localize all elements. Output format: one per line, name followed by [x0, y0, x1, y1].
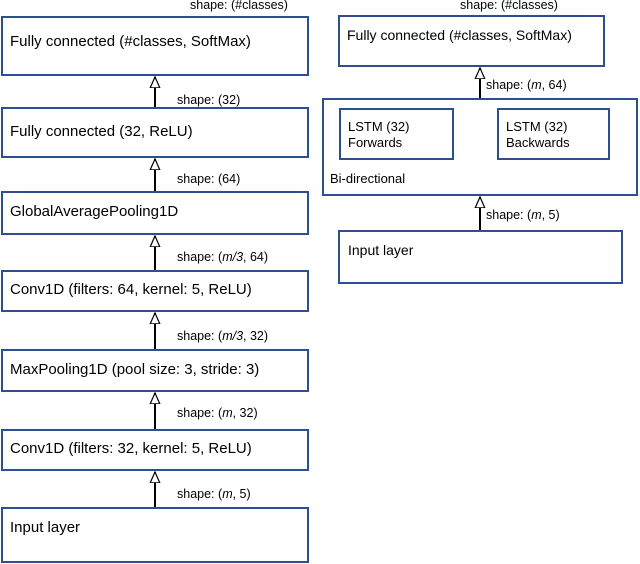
shape-var: m — [531, 78, 542, 92]
shape-prefix: shape: — [486, 208, 528, 222]
shape-var: m/3 — [222, 250, 244, 264]
shape-label-cnn-output: shape: (#classes) — [190, 0, 288, 12]
shape-var: m — [531, 208, 542, 222]
shape-label-bidir: shape: (m, 64) — [486, 78, 567, 92]
shape-prefix: shape: — [177, 93, 219, 107]
cnn-fc32-label: Fully connected (32, ReLU) — [10, 123, 193, 140]
cnn-fc32-box: Fully connected (32, ReLU) — [1, 107, 309, 158]
shape-var: m — [222, 406, 233, 420]
lstm-backward-label: LSTM (32) Backwards — [506, 119, 570, 150]
shape-label-input: shape: (m, 5) — [177, 487, 251, 501]
cnn-gap-box: GlobalAveragePooling1D — [1, 191, 309, 235]
shape-prefix: shape: — [177, 406, 219, 420]
shape-var: m — [222, 487, 233, 501]
lstm-input-label: Input layer — [348, 242, 414, 258]
cnn-gap-label: GlobalAveragePooling1D — [10, 203, 179, 220]
cnn-input-label: Input layer — [10, 519, 81, 536]
shape-prefix: shape: — [177, 172, 219, 186]
lstm-input-box: Input layer — [338, 230, 623, 284]
shape-prefix: shape: — [177, 250, 219, 264]
cnn-conv64-label: Conv1D (filters: 64, kernel: 5, ReLU) — [10, 281, 252, 298]
lstm-forward-label: LSTM (32) Forwards — [348, 119, 410, 150]
cnn-fc-output-box: Fully connected (#classes, SoftMax) — [1, 16, 309, 76]
shape-value: (#classes) — [231, 0, 288, 12]
shape-label-gap: shape: (64) — [177, 172, 240, 186]
shape-value: (#classes) — [501, 0, 558, 12]
lstm-forward-box: LSTM (32) Forwards — [339, 108, 454, 160]
lstm-fc-output-box: Fully connected (#classes, SoftMax) — [338, 15, 605, 67]
shape-label-lstm-output: shape: (#classes) — [460, 0, 558, 12]
bidirectional-label: Bi-directional — [330, 171, 406, 186]
shape-var: m/3 — [222, 329, 244, 343]
bidirectional-box: LSTM (32) Forwards LSTM (32) Backwards B… — [322, 98, 638, 196]
cnn-maxpool-box: MaxPooling1D (pool size: 3, stride: 3) — [1, 349, 309, 392]
cnn-conv64-box: Conv1D (filters: 64, kernel: 5, ReLU) — [1, 270, 309, 312]
shape-label-lstm-input: shape: (m, 5) — [486, 208, 560, 222]
shape-prefix: shape: — [177, 329, 219, 343]
cnn-input-box: Input layer — [1, 507, 309, 563]
shape-prefix: shape: — [460, 0, 502, 12]
shape-prefix: shape: — [177, 487, 219, 501]
shape-prefix: shape: — [486, 78, 528, 92]
shape-value: (64) — [218, 172, 241, 186]
cnn-fc-output-label: Fully connected (#classes, SoftMax) — [10, 33, 251, 50]
shape-prefix: shape: — [190, 0, 232, 12]
shape-label-maxpool: shape: (m/3, 32) — [177, 329, 269, 343]
shape-value: (32) — [218, 93, 241, 107]
shape-label-fc32: shape: (32) — [177, 93, 240, 107]
cnn-conv32-label: Conv1D (filters: 32, kernel: 5, ReLU) — [10, 440, 252, 457]
cnn-maxpool-label: MaxPooling1D (pool size: 3, stride: 3) — [10, 361, 260, 378]
lstm-backward-box: LSTM (32) Backwards — [497, 108, 610, 160]
shape-label-conv32: shape: (m, 32) — [177, 406, 258, 420]
lstm-fc-output-label: Fully connected (#classes, SoftMax) — [347, 27, 572, 43]
cnn-conv32-box: Conv1D (filters: 32, kernel: 5, ReLU) — [1, 429, 309, 471]
shape-label-conv64: shape: (m/3, 64) — [177, 250, 269, 264]
